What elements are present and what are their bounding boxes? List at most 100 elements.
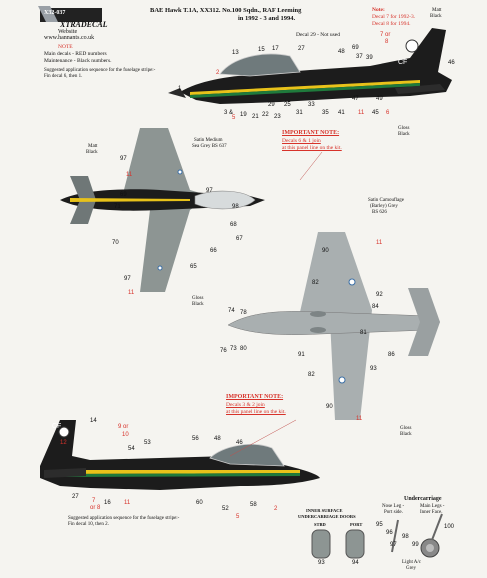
decal-number: 80 (240, 346, 247, 352)
decal-number: 82 (312, 280, 319, 286)
undercarriage-nose: Nose Leg - (382, 504, 405, 509)
matt-black-top-1: Matt (432, 8, 442, 13)
important-note-2-heading: IMPORTANT NOTE: (226, 394, 284, 400)
decal-number: 2 (216, 70, 220, 76)
decal-number: 27 (298, 46, 305, 52)
note-top-line-1: Decal 7 for 1992-3. (372, 14, 416, 20)
light-grey-l1: Light A/c (402, 560, 422, 565)
important-note-2-line-1: Decals 3 & 2 join (226, 402, 265, 408)
decal-number: 97 (390, 542, 397, 548)
brand-url[interactable]: www.hannants.co.uk (44, 35, 95, 41)
decal-number: 86 (388, 352, 395, 358)
decal-number: 41 (338, 110, 345, 116)
decal-number: 90 (322, 248, 329, 254)
decal-number: 16 (104, 500, 111, 506)
decal-number: 56 (192, 436, 199, 442)
decal-number: 17 (272, 46, 279, 52)
decal-number: 9 or (118, 424, 129, 430)
satin-medium-l2: Sea Grey BS 637 (192, 144, 227, 149)
inner-doors-l1: INNER SURFACE (306, 508, 343, 513)
note-left-line-1: Main decals - RED numbers (44, 51, 107, 57)
decal-number: 84 (372, 304, 379, 310)
important-note-1-line-2: at this panel line on the kit. (282, 145, 342, 151)
gloss-black-2-l2: Black (192, 302, 204, 307)
undercarriage-main: Main Legs - (420, 504, 445, 509)
svg-text:CF: CF (398, 59, 407, 66)
decal-number: 97 (206, 188, 213, 194)
decal-number: 54 (128, 446, 135, 452)
brand-website-label: Website (58, 29, 78, 35)
stripe-note-1-line-1: Suggested application sequence for the f… (44, 68, 156, 73)
decal-number: 14 (90, 418, 97, 424)
decal-number: 15 (258, 47, 265, 53)
decal-number: 71 (114, 204, 121, 210)
inner-doors-l2: UNDERCARRIAGE DOORS (298, 514, 356, 519)
decal-number: 3 & (224, 110, 234, 116)
gloss-black-3-l2: Black (400, 432, 412, 437)
decal-number: 27 (72, 494, 79, 500)
decal-number: 10 (122, 432, 129, 438)
decal-number: 92 (376, 292, 383, 298)
decal-number: 81 (360, 330, 367, 336)
undercarriage-doors (311, 529, 365, 559)
decal-number: 21 (252, 114, 259, 120)
decal-number: 60 (196, 500, 203, 506)
decal-number: 98 (402, 534, 409, 540)
decal-number: 52 (222, 506, 229, 512)
inner-doors-port: PORT (350, 522, 363, 527)
undercarriage-legs (391, 513, 443, 558)
decal-number: 93 (318, 560, 325, 566)
inner-doors-stbd: STBD (314, 522, 326, 527)
decal-number: 31 (296, 110, 303, 116)
xtradecal-logo-icon (38, 6, 102, 22)
brand-code: X32-037 (44, 10, 66, 16)
title-line-1: BAE Hawk T.1A, XX312. No.100 Sqdn., RAF … (150, 7, 302, 14)
decal-number: 100 (444, 524, 455, 530)
decal-number: 6 (386, 110, 390, 116)
decal-number: 29 (268, 102, 275, 108)
decal-number: 74 (228, 308, 235, 314)
undercarriage-title: Undercarriage (404, 496, 442, 502)
gloss-black-3-l1: Gloss (400, 426, 412, 431)
decal-number: 37 (356, 54, 363, 60)
note-left-label: NOTE (58, 44, 73, 50)
decal-number: 58 (250, 502, 257, 508)
decal-number: 45 (372, 110, 379, 116)
side-view-top: CF (168, 28, 452, 104)
underside-view (157, 169, 441, 420)
decal-number: 5 (232, 115, 236, 121)
decal-number: 11 (358, 110, 365, 116)
decal-number: 53 (144, 440, 151, 446)
important-note-1-line-1: Decals 6 & 1 join (282, 138, 321, 144)
important-note-2-line-2: at this panel line on the kit. (226, 409, 286, 415)
note-top-line-2: Decal 8 for 1994. (372, 21, 411, 27)
decal-number: 70 (112, 240, 119, 246)
decal-number: 73 (230, 346, 237, 352)
decal-number: 49 (376, 96, 383, 102)
decal-number: 48 (214, 436, 221, 442)
decal-number: 1 (178, 86, 182, 92)
decal-number: 69 (120, 192, 127, 198)
decal-number: 65 (190, 264, 197, 270)
decal-number: 25 (284, 102, 291, 108)
decal-number: 2 (274, 506, 278, 512)
decal-number: 97 (120, 156, 127, 162)
gloss-black-2-l1: Gloss (192, 296, 204, 301)
decal-number: 39 (366, 55, 373, 61)
decal-number: 7 (92, 498, 96, 504)
decal-number: 33 (308, 102, 315, 108)
decal-number: 76 (220, 348, 227, 354)
stripe-note-1-line-2: Fin decal 6, then 1. (44, 74, 83, 79)
decal-number: 82 (308, 372, 315, 378)
decal-number: 69 (352, 45, 359, 51)
important-note-1-heading: IMPORTANT NOTE: (282, 130, 340, 136)
light-grey-l2: Grey (406, 566, 416, 571)
decal-number: 66 (210, 248, 217, 254)
decal-number: 19 (240, 112, 247, 118)
decal-number: 11 (126, 172, 133, 178)
decal-number: 67 (236, 236, 243, 242)
decal-number: 68 (230, 222, 237, 228)
decal-number: 5 (236, 514, 240, 520)
